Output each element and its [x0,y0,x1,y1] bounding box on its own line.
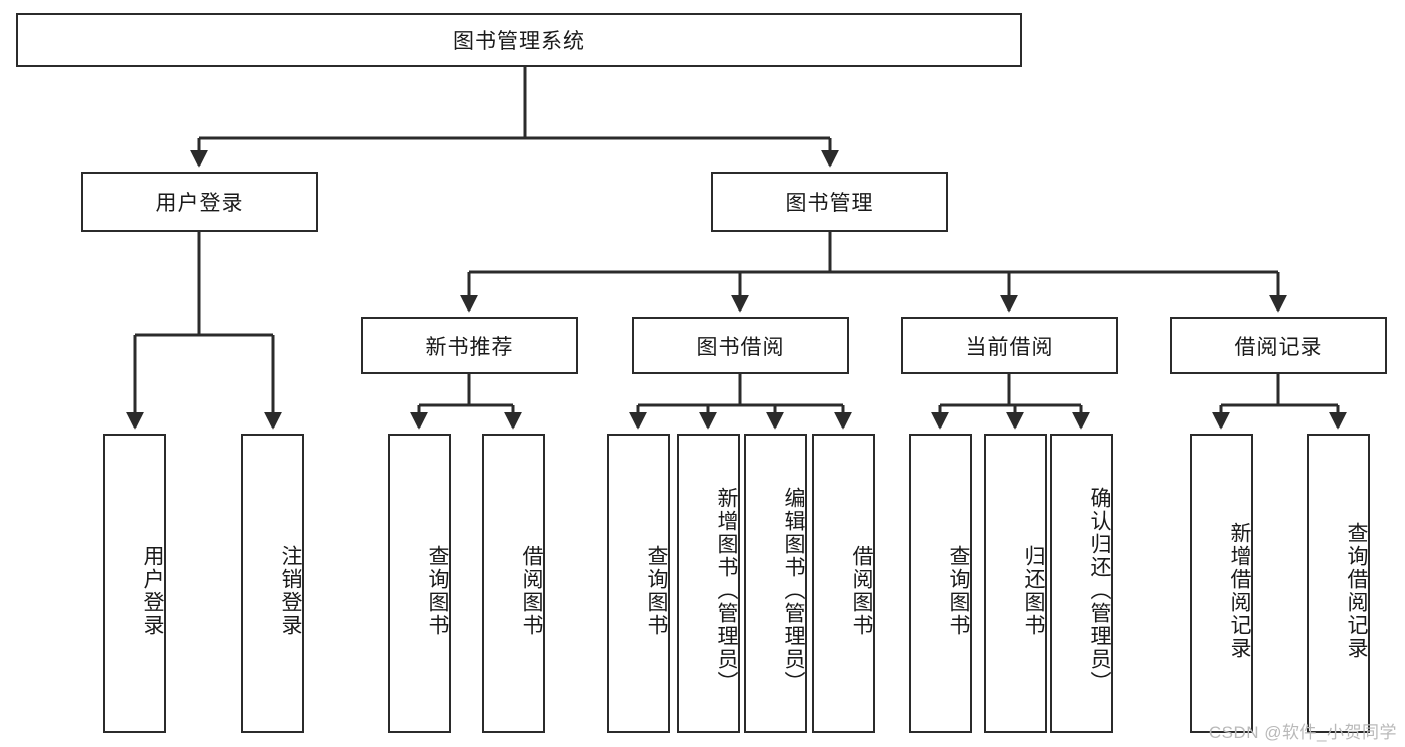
node-current-borrow[interactable]: 当前借阅 [901,317,1118,374]
node-leaf-query-book-1[interactable]: 查询图书 [388,434,451,733]
node-leaf-borrow-book-1[interactable]: 借阅图书 [482,434,545,733]
node-leaf-logout-label: 注销登录 [279,544,302,637]
node-book-manage[interactable]: 图书管理 [711,172,948,232]
node-leaf-query-book-2-label: 查询图书 [645,544,668,637]
node-leaf-user-login[interactable]: 用户登录 [103,434,166,733]
node-root-label: 图书管理系统 [453,30,585,53]
node-leaf-edit-book-label: 编辑图书（管理员） [782,487,805,694]
node-leaf-user-login-label: 用户登录 [141,544,164,637]
node-new-book-rec[interactable]: 新书推荐 [361,317,578,374]
node-leaf-query-record-label: 查询借阅记录 [1345,521,1368,660]
node-leaf-borrow-book-2-label: 借阅图书 [850,544,873,637]
node-leaf-query-book-1-label: 查询图书 [426,544,449,637]
node-user-login[interactable]: 用户登录 [81,172,318,232]
node-leaf-add-record[interactable]: 新增借阅记录 [1190,434,1253,733]
node-leaf-edit-book[interactable]: 编辑图书（管理员） [744,434,807,733]
node-leaf-borrow-book-2[interactable]: 借阅图书 [812,434,875,733]
node-leaf-return-book-label: 归还图书 [1022,544,1045,637]
node-leaf-query-book-3[interactable]: 查询图书 [909,434,972,733]
node-leaf-add-record-label: 新增借阅记录 [1228,521,1251,660]
node-leaf-query-record[interactable]: 查询借阅记录 [1307,434,1370,733]
node-leaf-add-book[interactable]: 新增图书（管理员） [677,434,740,733]
node-new-book-rec-label: 新书推荐 [425,335,514,359]
node-leaf-return-book[interactable]: 归还图书 [984,434,1047,733]
node-leaf-logout[interactable]: 注销登录 [241,434,304,733]
node-borrow-record-label: 借阅记录 [1234,335,1323,359]
node-user-login-label: 用户登录 [155,192,244,215]
node-borrow-record[interactable]: 借阅记录 [1170,317,1387,374]
node-book-borrow-label: 图书借阅 [696,335,785,359]
node-leaf-confirm-return-label: 确认归还（管理员） [1088,487,1111,694]
csdn-watermark: CSDN @软件_小贺同学 [1208,723,1397,742]
node-current-borrow-label: 当前借阅 [965,335,1054,359]
node-book-manage-label: 图书管理 [785,192,874,215]
node-leaf-query-book-2[interactable]: 查询图书 [607,434,670,733]
node-leaf-confirm-return[interactable]: 确认归还（管理员） [1050,434,1113,733]
node-book-borrow[interactable]: 图书借阅 [632,317,849,374]
node-leaf-borrow-book-1-label: 借阅图书 [520,544,543,637]
node-root[interactable]: 图书管理系统 [16,13,1022,67]
node-leaf-add-book-label: 新增图书（管理员） [715,487,738,694]
node-leaf-query-book-3-label: 查询图书 [947,544,970,637]
